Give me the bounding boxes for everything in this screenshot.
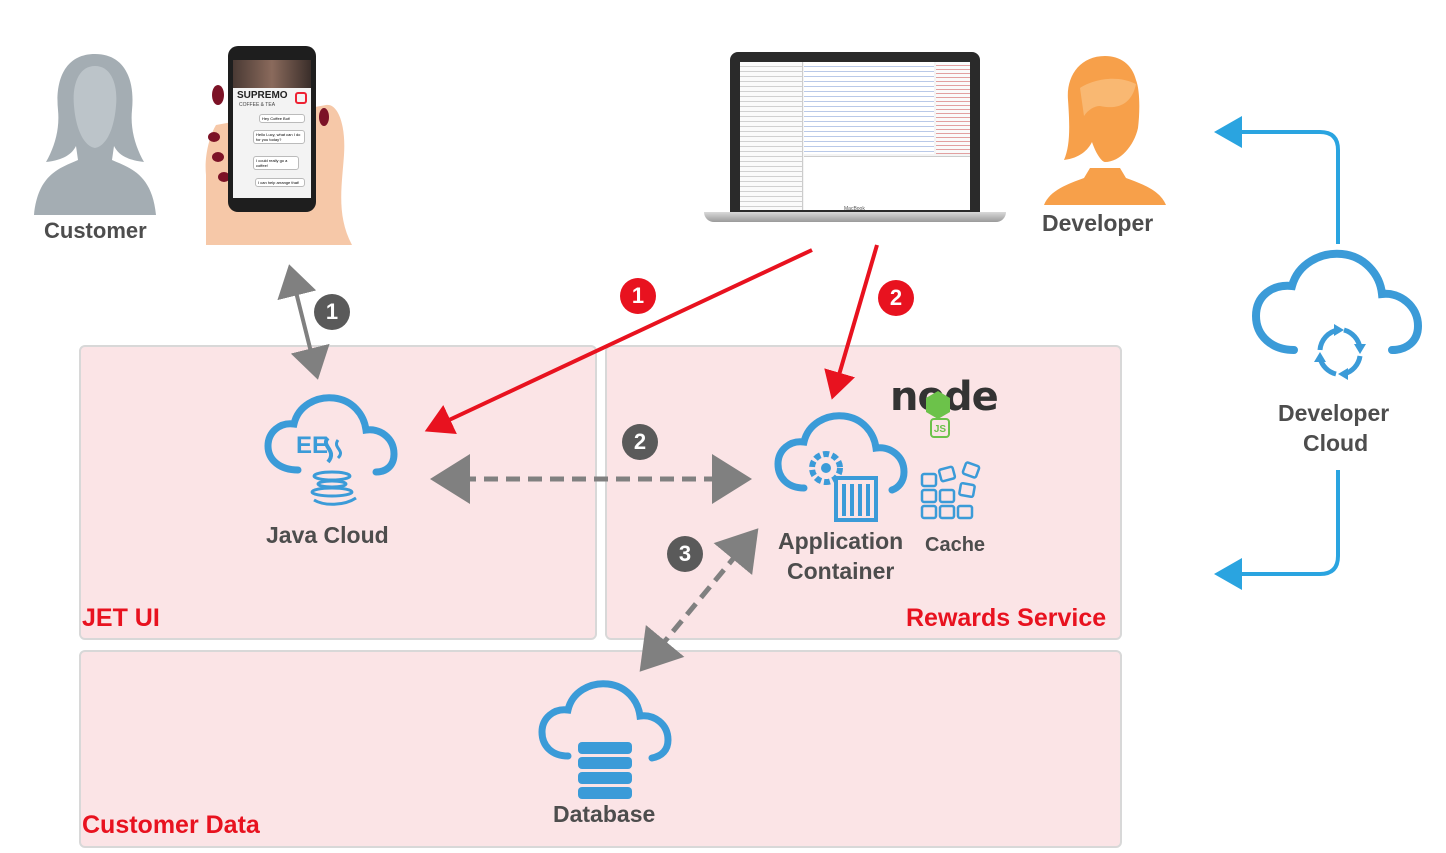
developer-cloud-label-line1: Developer [1278,400,1390,426]
phone-brand-sub: COFFEE & TEA [239,102,276,108]
arrow-dev-cloud-developer [1214,116,1340,244]
cache-label: Cache [925,534,986,556]
arrow-laptop-app-container [824,244,879,400]
phone-brand: SUPREMO [237,90,288,101]
java-cloud-label: Java Cloud [266,522,389,548]
laptop [730,52,980,218]
customer-avatar-icon [34,54,156,215]
jet-ui-label: JET UI [82,604,160,632]
ide-right-pane [936,62,970,154]
phone-photo-banner [233,60,311,88]
chat-bubble: Hello Lucy, what can I do for you today? [253,130,305,144]
database-label: Database [553,801,656,827]
chat-bubble: I can help arrange that! [255,178,305,187]
step-badge-red-1: 1 [620,278,656,314]
step-badge-grey-3: 3 [667,536,703,572]
laptop-screen [740,62,970,210]
ide-console [804,156,970,210]
application-container-icon [774,412,908,522]
laptop-base: MacBook [704,206,1006,222]
smartphone: SUPREMO COFFEE & TEA Hey Coffee Bot! Hel… [228,46,316,212]
arrow-dev-cloud-services [1214,470,1340,590]
java-cloud-ee-text: EE [296,432,329,459]
developer-label: Developer [1042,210,1154,236]
customer-label: Customer [44,218,147,243]
chat-bubble: Hey Coffee Bot! [259,114,305,123]
application-container-label-line1: Application [778,528,904,554]
ide-editor [804,62,934,154]
step-badge-red-2: 2 [878,280,914,316]
developer-cloud-label-line2: Cloud [1303,430,1369,456]
phone-screen: SUPREMO COFFEE & TEA Hey Coffee Bot! Hel… [233,60,311,198]
developer-avatar-icon [1044,56,1166,205]
laptop-brand: MacBook [844,206,865,212]
cache-icon [920,461,981,520]
step-badge-grey-1: 1 [314,294,350,330]
nodejs-hexagon-icon [926,391,950,419]
developer-cloud-icon [1251,249,1423,380]
rewards-service-label: Rewards Service [906,604,1107,632]
ide-left-pane [740,62,803,210]
chat-bubble: I could really go a coffee! [253,156,299,170]
database-icon [538,680,672,799]
arrow-laptop-java-cloud [424,248,813,435]
step-badge-grey-2: 2 [622,424,658,460]
arrow-app-container-database [639,528,759,672]
nodejs-js-badge: JS [930,418,950,438]
application-container-label-line2: Container [787,558,895,584]
customer-data-label: Customer Data [82,811,260,839]
phone-brand-logo-icon [295,92,307,104]
java-cloud-icon [264,394,398,506]
arrow-phone-java-cloud [277,264,330,380]
